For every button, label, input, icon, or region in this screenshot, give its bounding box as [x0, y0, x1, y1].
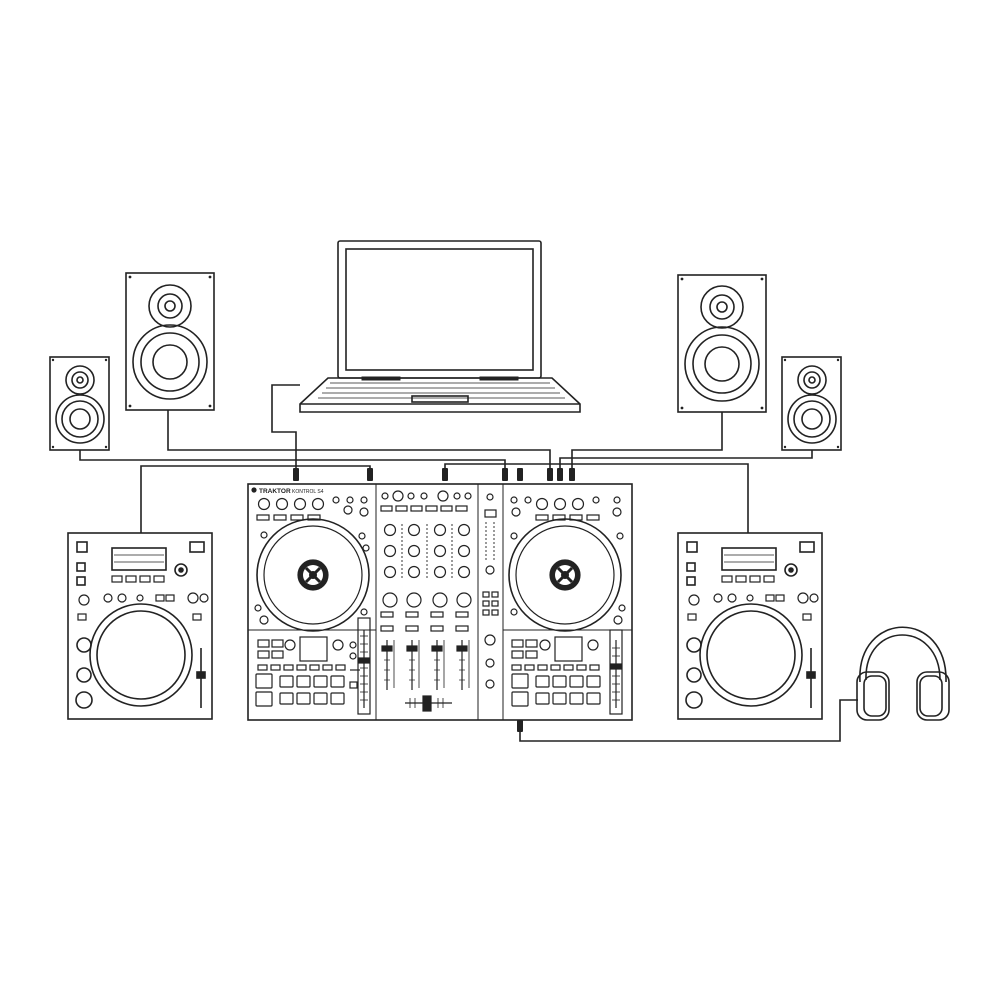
- cables: [79, 384, 858, 742]
- speaker-cable-right-large: [571, 412, 723, 476]
- center-strip: [482, 493, 499, 689]
- cdj-cable-right: [444, 463, 749, 533]
- speaker-cable-right-small: [559, 450, 813, 476]
- model-text: KONTROL S4: [292, 489, 324, 495]
- keyboard: [361, 376, 519, 381]
- tweeter: [700, 285, 744, 329]
- mixer-section: [380, 490, 472, 712]
- tweeter: [65, 365, 95, 395]
- native-instruments-logo: [251, 487, 257, 493]
- laptop-display: [345, 248, 534, 371]
- trackpad: [411, 395, 469, 403]
- deck-screen: [554, 636, 583, 662]
- jog-wheel: [699, 603, 803, 707]
- cdj-display: [721, 547, 777, 571]
- woofer: [55, 394, 105, 444]
- filter-knobs: [382, 592, 472, 608]
- dj-controller: [247, 483, 633, 721]
- jog-wheel: [89, 603, 193, 707]
- usb-cable: [271, 384, 300, 476]
- monitor-speaker-large-right: [677, 274, 767, 413]
- headband: [859, 626, 947, 683]
- headphone-cable: [519, 699, 858, 742]
- ear-cup-left: [856, 671, 890, 721]
- brand-text: TRAKTOR: [259, 488, 291, 495]
- ear-cup-right: [916, 671, 950, 721]
- headphones: [856, 626, 950, 721]
- cable-plugs: [293, 468, 575, 732]
- tweeter: [148, 284, 192, 328]
- cdj-display: [111, 547, 167, 571]
- speaker-cable-left-large: [167, 410, 551, 476]
- crossfader: [405, 695, 452, 712]
- monitor-speaker-small-right: [781, 356, 842, 451]
- cdj-player-right: [677, 532, 823, 720]
- right-deck: [508, 496, 626, 715]
- speaker-cable-left-small: [79, 450, 506, 476]
- tweeter: [797, 365, 827, 395]
- jog-wheel: [256, 518, 370, 632]
- eq-knobs: [383, 523, 471, 579]
- laptop-screen: [337, 240, 542, 379]
- woofer: [132, 324, 208, 400]
- laptop: [299, 240, 581, 413]
- monitor-speaker-large-left: [125, 272, 215, 411]
- cdj-player-left: [67, 532, 213, 720]
- controller-brand: TRAKTOR KONTROL S4: [251, 487, 324, 495]
- woofer: [787, 394, 837, 444]
- jog-wheel: [508, 518, 622, 632]
- channel-faders: [381, 640, 470, 690]
- pitch-fader-right: [609, 629, 623, 715]
- pitch-fader-left: [357, 617, 371, 715]
- woofer: [684, 326, 760, 402]
- monitor-speaker-small-left: [49, 356, 110, 451]
- deck-screen: [299, 636, 328, 662]
- left-deck: [254, 496, 371, 715]
